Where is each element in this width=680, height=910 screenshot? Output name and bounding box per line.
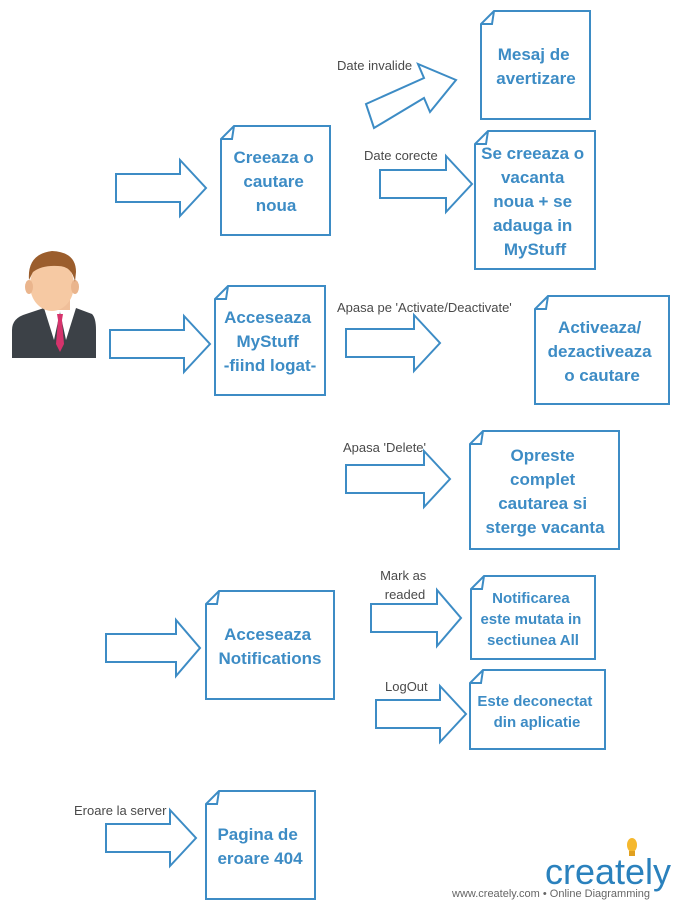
node-activeaza: Activeaza/ dezactiveaza o cautare xyxy=(548,318,657,385)
node-creeaza-cautare: Creeaza o cautare noua xyxy=(233,148,318,215)
edge-label-activate: Apasa pe 'Activate/Deactivate' xyxy=(337,300,512,315)
arrow-eroare-server xyxy=(105,807,198,869)
box-opreste xyxy=(469,430,620,550)
arrow-to-notifications xyxy=(105,617,202,679)
node-pagina-eroare: Pagina de eroare 404 xyxy=(217,825,303,868)
box-acceseaza-notifications xyxy=(205,590,335,700)
edge-label-eroare-server: Eroare la server xyxy=(74,803,167,818)
box-vacanta-noua xyxy=(474,130,596,270)
edge-label-date-invalide: Date invalide xyxy=(337,58,412,73)
creately-tagline: www.creately.com • Online Diagramming xyxy=(451,888,650,900)
lightbulb-icon xyxy=(627,838,637,856)
node-vacanta-noua: Se creeaza o vacanta noua + se adauga in… xyxy=(481,144,589,259)
box-mesaj-avertizare xyxy=(480,10,591,120)
box-acceseaza-mystuff xyxy=(214,285,326,396)
box-activeaza xyxy=(534,295,670,405)
arrow-date-corecte xyxy=(379,153,474,215)
svg-text:creately: creately xyxy=(545,851,671,892)
arrow-activate xyxy=(345,312,442,374)
arrow-delete xyxy=(345,448,452,510)
edge-label-date-corecte: Date corecte xyxy=(364,148,438,163)
businessman-icon xyxy=(12,251,96,358)
edge-label-mark-readed: Mark as readed xyxy=(380,568,430,602)
box-deconectat xyxy=(469,669,606,750)
box-creeaza-cautare xyxy=(220,125,331,236)
box-notificare-mutata xyxy=(470,575,596,660)
arrow-mark-readed xyxy=(370,587,463,649)
node-acceseaza-mystuff: Acceseaza MyStuff -fiind logat- xyxy=(224,308,317,375)
node-mesaj-avertizare: Mesaj de avertizare xyxy=(496,45,575,88)
arrow-to-creeaza xyxy=(115,157,208,219)
arrow-date-invalide xyxy=(364,62,458,130)
edge-label-delete: Apasa 'Delete' xyxy=(343,440,426,455)
edge-label-logout: LogOut xyxy=(385,679,428,694)
arrow-logout xyxy=(375,683,468,745)
arrow-to-mystuff xyxy=(109,313,212,375)
node-deconectat: Este deconectat din aplicatie xyxy=(477,693,596,731)
box-pagina-eroare xyxy=(205,790,316,900)
creately-logo: creately xyxy=(545,838,671,892)
node-acceseaza-notifications: Acceseaza Notifications xyxy=(219,625,322,668)
node-opreste: Opreste complet cautarea si sterge vacan… xyxy=(485,446,605,537)
node-notificare-mutata: Notificarea este mutata in sectiunea All xyxy=(480,590,585,649)
